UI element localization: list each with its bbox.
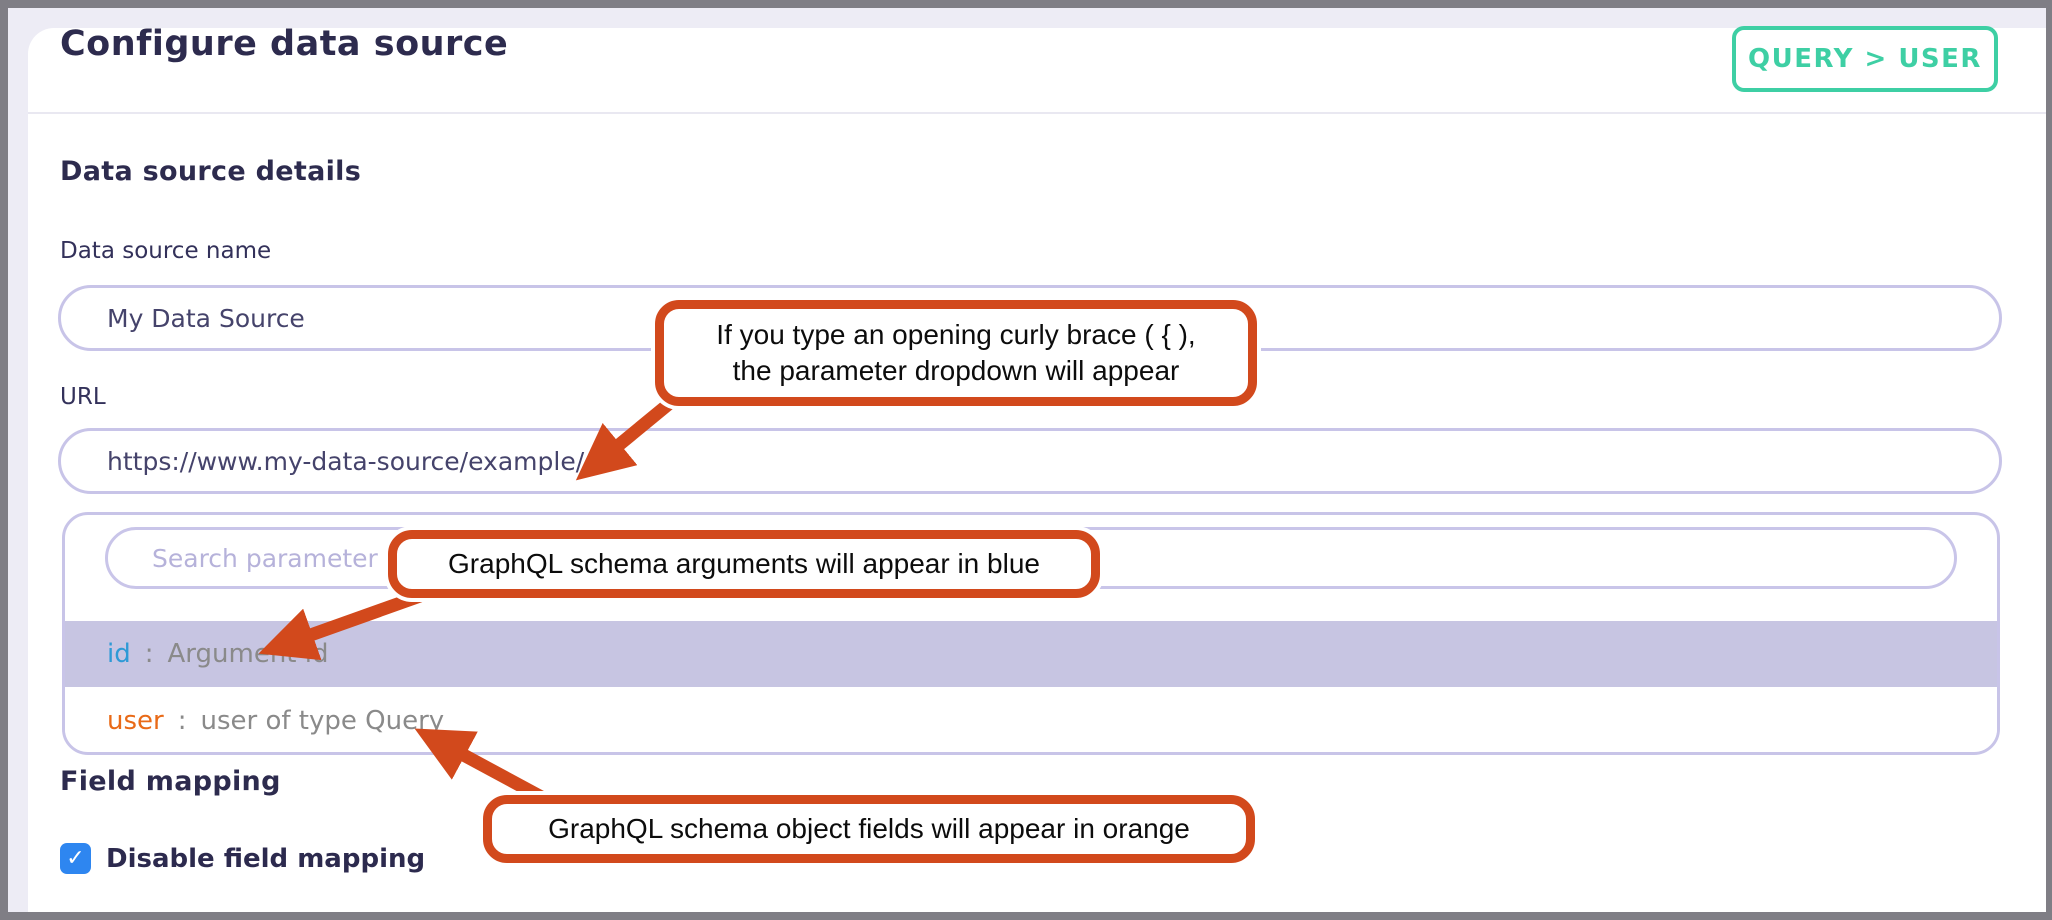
separator: : bbox=[177, 706, 187, 736]
field-name: user bbox=[107, 706, 164, 736]
separator: : bbox=[144, 639, 154, 669]
callout-object-fields-orange: GraphQL schema object fields will appear… bbox=[483, 795, 1255, 863]
data-source-name-label: Data source name bbox=[60, 238, 272, 264]
section-title-details: Data source details bbox=[60, 156, 362, 187]
callout-line: GraphQL schema arguments will appear in … bbox=[448, 547, 1040, 579]
disable-field-mapping-checkbox[interactable]: ✓ bbox=[60, 843, 91, 874]
callout-line: If you type an opening curly brace ( { )… bbox=[716, 318, 1196, 350]
dropdown-item-id[interactable]: id : Argument id bbox=[65, 621, 1997, 687]
disable-field-mapping-label: Disable field mapping bbox=[106, 844, 426, 874]
callout-line: GraphQL schema object fields will appear… bbox=[548, 812, 1190, 844]
page-title: Configure data source bbox=[60, 24, 509, 64]
callout-arguments-blue: GraphQL schema arguments will appear in … bbox=[388, 530, 1100, 598]
header-divider bbox=[28, 112, 2046, 114]
section-title-field-mapping: Field mapping bbox=[60, 766, 281, 797]
callout-line: the parameter dropdown will appear bbox=[732, 355, 1180, 386]
argument-name: id bbox=[107, 639, 131, 669]
query-path-badge[interactable]: QUERY > USER bbox=[1732, 26, 1998, 92]
url-label: URL bbox=[60, 384, 106, 410]
argument-description: Argument id bbox=[167, 639, 329, 669]
url-input[interactable] bbox=[58, 428, 2002, 494]
field-description: user of type Query bbox=[200, 706, 445, 736]
dropdown-item-user[interactable]: user : user of type Query bbox=[65, 691, 1997, 751]
callout-curly-brace: If you type an opening curly brace ( { )… bbox=[655, 300, 1257, 406]
